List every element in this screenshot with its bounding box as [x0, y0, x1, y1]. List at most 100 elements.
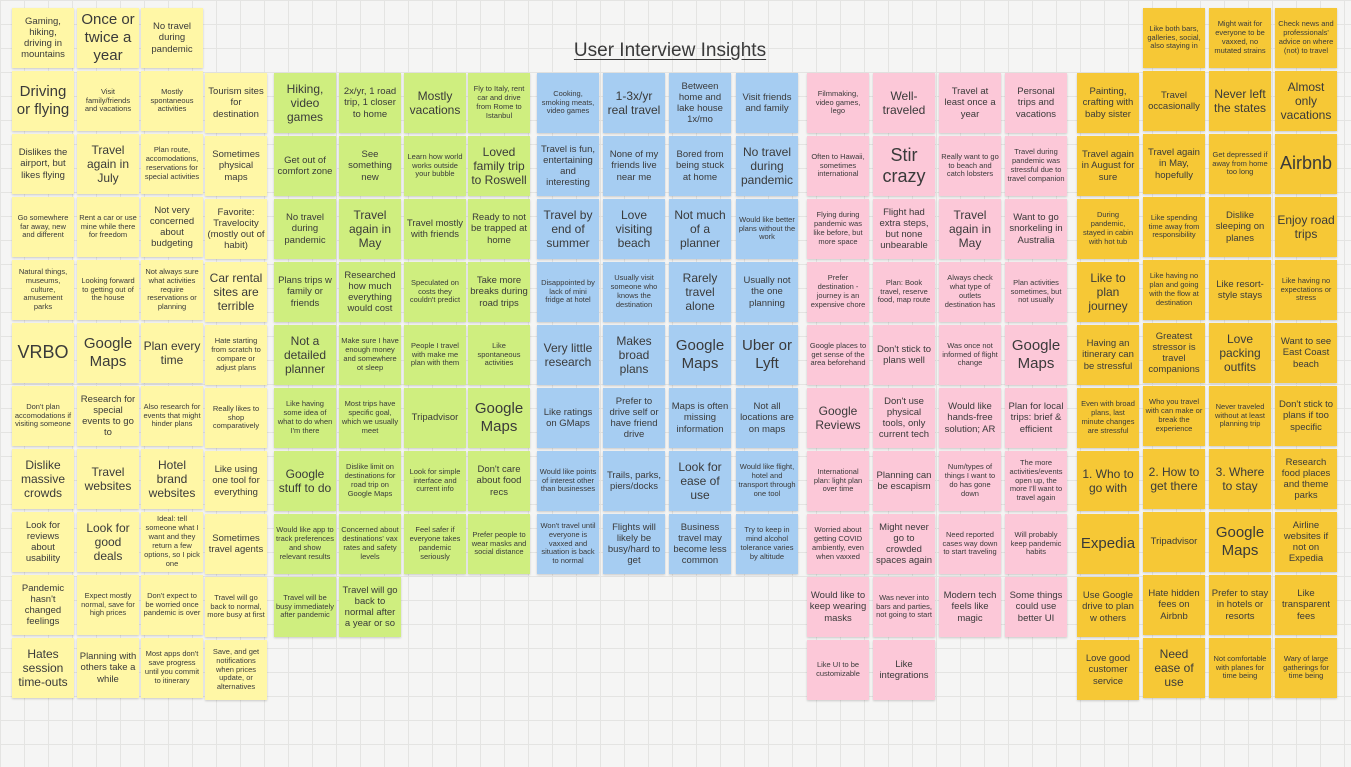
sticky-note[interactable]: Want to see East Coast beach — [1275, 323, 1337, 383]
sticky-note[interactable]: People I travel with make me plan with t… — [404, 325, 466, 385]
sticky-note[interactable]: Always check what type of outlets destin… — [939, 262, 1001, 322]
sticky-note[interactable]: Favorite: Travelocity (mostly out of hab… — [205, 199, 267, 259]
sticky-note[interactable]: Travel mostly with friends — [404, 199, 466, 259]
sticky-note[interactable]: Hate hidden fees on Airbnb — [1143, 575, 1205, 635]
sticky-note[interactable]: Would like hands-free solution; AR — [939, 388, 1001, 448]
sticky-note[interactable]: Num/types of things I want to do has gon… — [939, 451, 1001, 511]
sticky-note[interactable]: Google Maps — [77, 323, 139, 383]
sticky-note[interactable]: Gaming, hiking, driving in mountains — [12, 8, 74, 68]
sticky-note[interactable]: Was never into bars and parties, not goi… — [873, 577, 935, 637]
sticky-note[interactable]: Pandemic hasn't changed feelings — [12, 575, 74, 635]
sticky-note[interactable]: Was once not informed of flight change — [939, 325, 1001, 385]
sticky-note[interactable]: No travel during pandemic — [141, 8, 203, 68]
sticky-note[interactable]: Travel again in August for sure — [1077, 136, 1139, 196]
sticky-note[interactable]: Makes broad plans — [603, 325, 665, 385]
sticky-note[interactable]: Planning can be escapism — [873, 451, 935, 511]
sticky-note[interactable]: Trails, parks, piers/docks — [603, 451, 665, 511]
sticky-note[interactable]: Natural things, museums, culture, amusem… — [12, 260, 74, 320]
sticky-note[interactable]: Hates session time-outs — [12, 638, 74, 698]
sticky-note[interactable]: Car rental sites are terrible — [205, 262, 267, 322]
sticky-note[interactable]: Check news and professionals' advice on … — [1275, 8, 1337, 68]
sticky-note[interactable]: Like spontaneous activities — [468, 325, 530, 385]
sticky-note[interactable]: Would like points of interest other than… — [537, 451, 599, 511]
sticky-note[interactable]: Travel will be busy immediately after pa… — [274, 577, 336, 637]
sticky-note[interactable]: Often to Hawaii, sometimes international — [807, 136, 869, 196]
sticky-note[interactable]: Might never go to crowded spaces again — [873, 514, 935, 574]
sticky-note[interactable]: Prefer people to wear masks and social d… — [468, 514, 530, 574]
sticky-note[interactable]: Like ratings on GMaps — [537, 388, 599, 448]
sticky-note[interactable]: Almost only vacations — [1275, 71, 1337, 131]
sticky-note[interactable]: Research for special events to go to — [77, 386, 139, 446]
sticky-note[interactable]: The more activities/events open up, the … — [1005, 451, 1067, 511]
sticky-note[interactable]: Plan: Book travel, reserve food, map rou… — [873, 262, 935, 322]
sticky-note[interactable]: Airline websites if not on Expedia — [1275, 512, 1337, 572]
sticky-note[interactable]: Travel at least once a year — [939, 73, 1001, 133]
sticky-note[interactable]: Some things could use better UI — [1005, 577, 1067, 637]
sticky-note[interactable]: Sometimes physical maps — [205, 136, 267, 196]
sticky-note[interactable]: Planning with others take a while — [77, 638, 139, 698]
sticky-note[interactable]: Like transparent fees — [1275, 575, 1337, 635]
sticky-note[interactable]: Google Maps — [669, 325, 731, 385]
sticky-note[interactable]: Tripadvisor — [1143, 512, 1205, 572]
sticky-note[interactable]: Plan activities sometimes, but not usual… — [1005, 262, 1067, 322]
sticky-note[interactable]: Greatest stressor is travel companions — [1143, 323, 1205, 383]
sticky-note[interactable]: 2x/yr, 1 road trip, 1 closer to home — [339, 73, 401, 133]
sticky-note[interactable]: Feel safer if everyone takes pandemic se… — [404, 514, 466, 574]
sticky-note[interactable]: Plans trips w family or friends — [274, 262, 336, 322]
sticky-note[interactable]: Maps is often missing information — [669, 388, 731, 448]
sticky-note[interactable]: Even with broad plans, last minute chang… — [1077, 388, 1139, 448]
sticky-note[interactable]: Flying during pandemic was like before, … — [807, 199, 869, 259]
sticky-note[interactable]: Love packing outfits — [1209, 323, 1271, 383]
sticky-note[interactable]: Won't travel until everyone is vaxxed an… — [537, 514, 599, 574]
sticky-note[interactable]: Like to plan journey — [1077, 262, 1139, 322]
sticky-note[interactable]: Having an itinerary can be stressful — [1077, 325, 1139, 385]
sticky-note[interactable]: Don't stick to plans well — [873, 325, 935, 385]
sticky-note[interactable]: Prefer to drive self or have friend driv… — [603, 388, 665, 448]
sticky-note[interactable]: Take more breaks during road trips — [468, 262, 530, 322]
sticky-note[interactable]: Not comfortable with planes for time bei… — [1209, 638, 1271, 698]
sticky-note[interactable]: Usually visit someone who knows the dest… — [603, 262, 665, 322]
sticky-note[interactable]: Wary of large gatherings for time being — [1275, 638, 1337, 698]
sticky-note[interactable]: During pandemic, stayed in cabin with ho… — [1077, 199, 1139, 259]
sticky-note[interactable]: Get depressed if away from home too long — [1209, 134, 1271, 194]
sticky-note[interactable]: Like UI to be customizable — [807, 640, 869, 700]
sticky-note[interactable]: Need ease of use — [1143, 638, 1205, 698]
sticky-note[interactable]: Will probably keep pandemic habits — [1005, 514, 1067, 574]
sticky-note[interactable]: Mostly spontaneous activities — [141, 71, 203, 131]
sticky-note[interactable]: Flight had extra steps, but none unbeara… — [873, 199, 935, 259]
sticky-note[interactable]: Disappointed by lack of mini fridge at h… — [537, 262, 599, 322]
sticky-note[interactable]: 3. Where to stay — [1209, 449, 1271, 509]
sticky-note[interactable]: Speculated on costs they couldn't predic… — [404, 262, 466, 322]
sticky-note[interactable]: Save, and get notifications when prices … — [205, 640, 267, 700]
sticky-note[interactable]: Never left the states — [1209, 71, 1271, 131]
sticky-note[interactable]: Driving or flying — [12, 71, 74, 131]
sticky-note[interactable]: No travel during pandemic — [274, 199, 336, 259]
sticky-note[interactable]: Sometimes travel agents — [205, 514, 267, 574]
sticky-note[interactable]: Look for ease of use — [669, 451, 731, 511]
sticky-note[interactable]: Ready to not be trapped at home — [468, 199, 530, 259]
sticky-note[interactable]: Expect mostly normal, save for high pric… — [77, 575, 139, 635]
sticky-note[interactable]: 1-3x/yr real travel — [603, 73, 665, 133]
sticky-note[interactable]: Hate starting from scratch to compare or… — [205, 325, 267, 385]
sticky-note[interactable]: Cooking, smoking meats, video games — [537, 73, 599, 133]
sticky-note[interactable]: Researched how much everything would cos… — [339, 262, 401, 322]
sticky-note[interactable]: Mostly vacations — [404, 73, 466, 133]
sticky-note[interactable]: Try to keep in mind alcohol tolerance va… — [736, 514, 798, 574]
sticky-note[interactable]: Rarely travel alone — [669, 262, 731, 322]
sticky-note[interactable]: Not always sure what activities require … — [141, 260, 203, 320]
sticky-note[interactable]: Enjoy road trips — [1275, 197, 1337, 257]
sticky-note[interactable]: Travel again in July — [77, 134, 139, 194]
sticky-note[interactable]: Google places to get sense of the area b… — [807, 325, 869, 385]
sticky-note[interactable]: Filmmaking, video games, lego — [807, 73, 869, 133]
sticky-note[interactable]: Love visiting beach — [603, 199, 665, 259]
sticky-note[interactable]: Never traveled without at least planning… — [1209, 386, 1271, 446]
sticky-note[interactable]: Would like better plans without the work — [736, 199, 798, 259]
sticky-note[interactable]: Business travel may become less common — [669, 514, 731, 574]
sticky-note[interactable]: International plan: light plan over time — [807, 451, 869, 511]
sticky-note[interactable]: Uber or Lyft — [736, 325, 798, 385]
sticky-note[interactable]: Would like flight, hotel and transport t… — [736, 451, 798, 511]
sticky-note[interactable]: Once or twice a year — [77, 8, 139, 68]
sticky-note[interactable]: Don't stick to plans if too specific — [1275, 386, 1337, 446]
sticky-note[interactable]: Tourism sites for destination — [205, 73, 267, 133]
sticky-note[interactable]: Travel websites — [77, 449, 139, 509]
